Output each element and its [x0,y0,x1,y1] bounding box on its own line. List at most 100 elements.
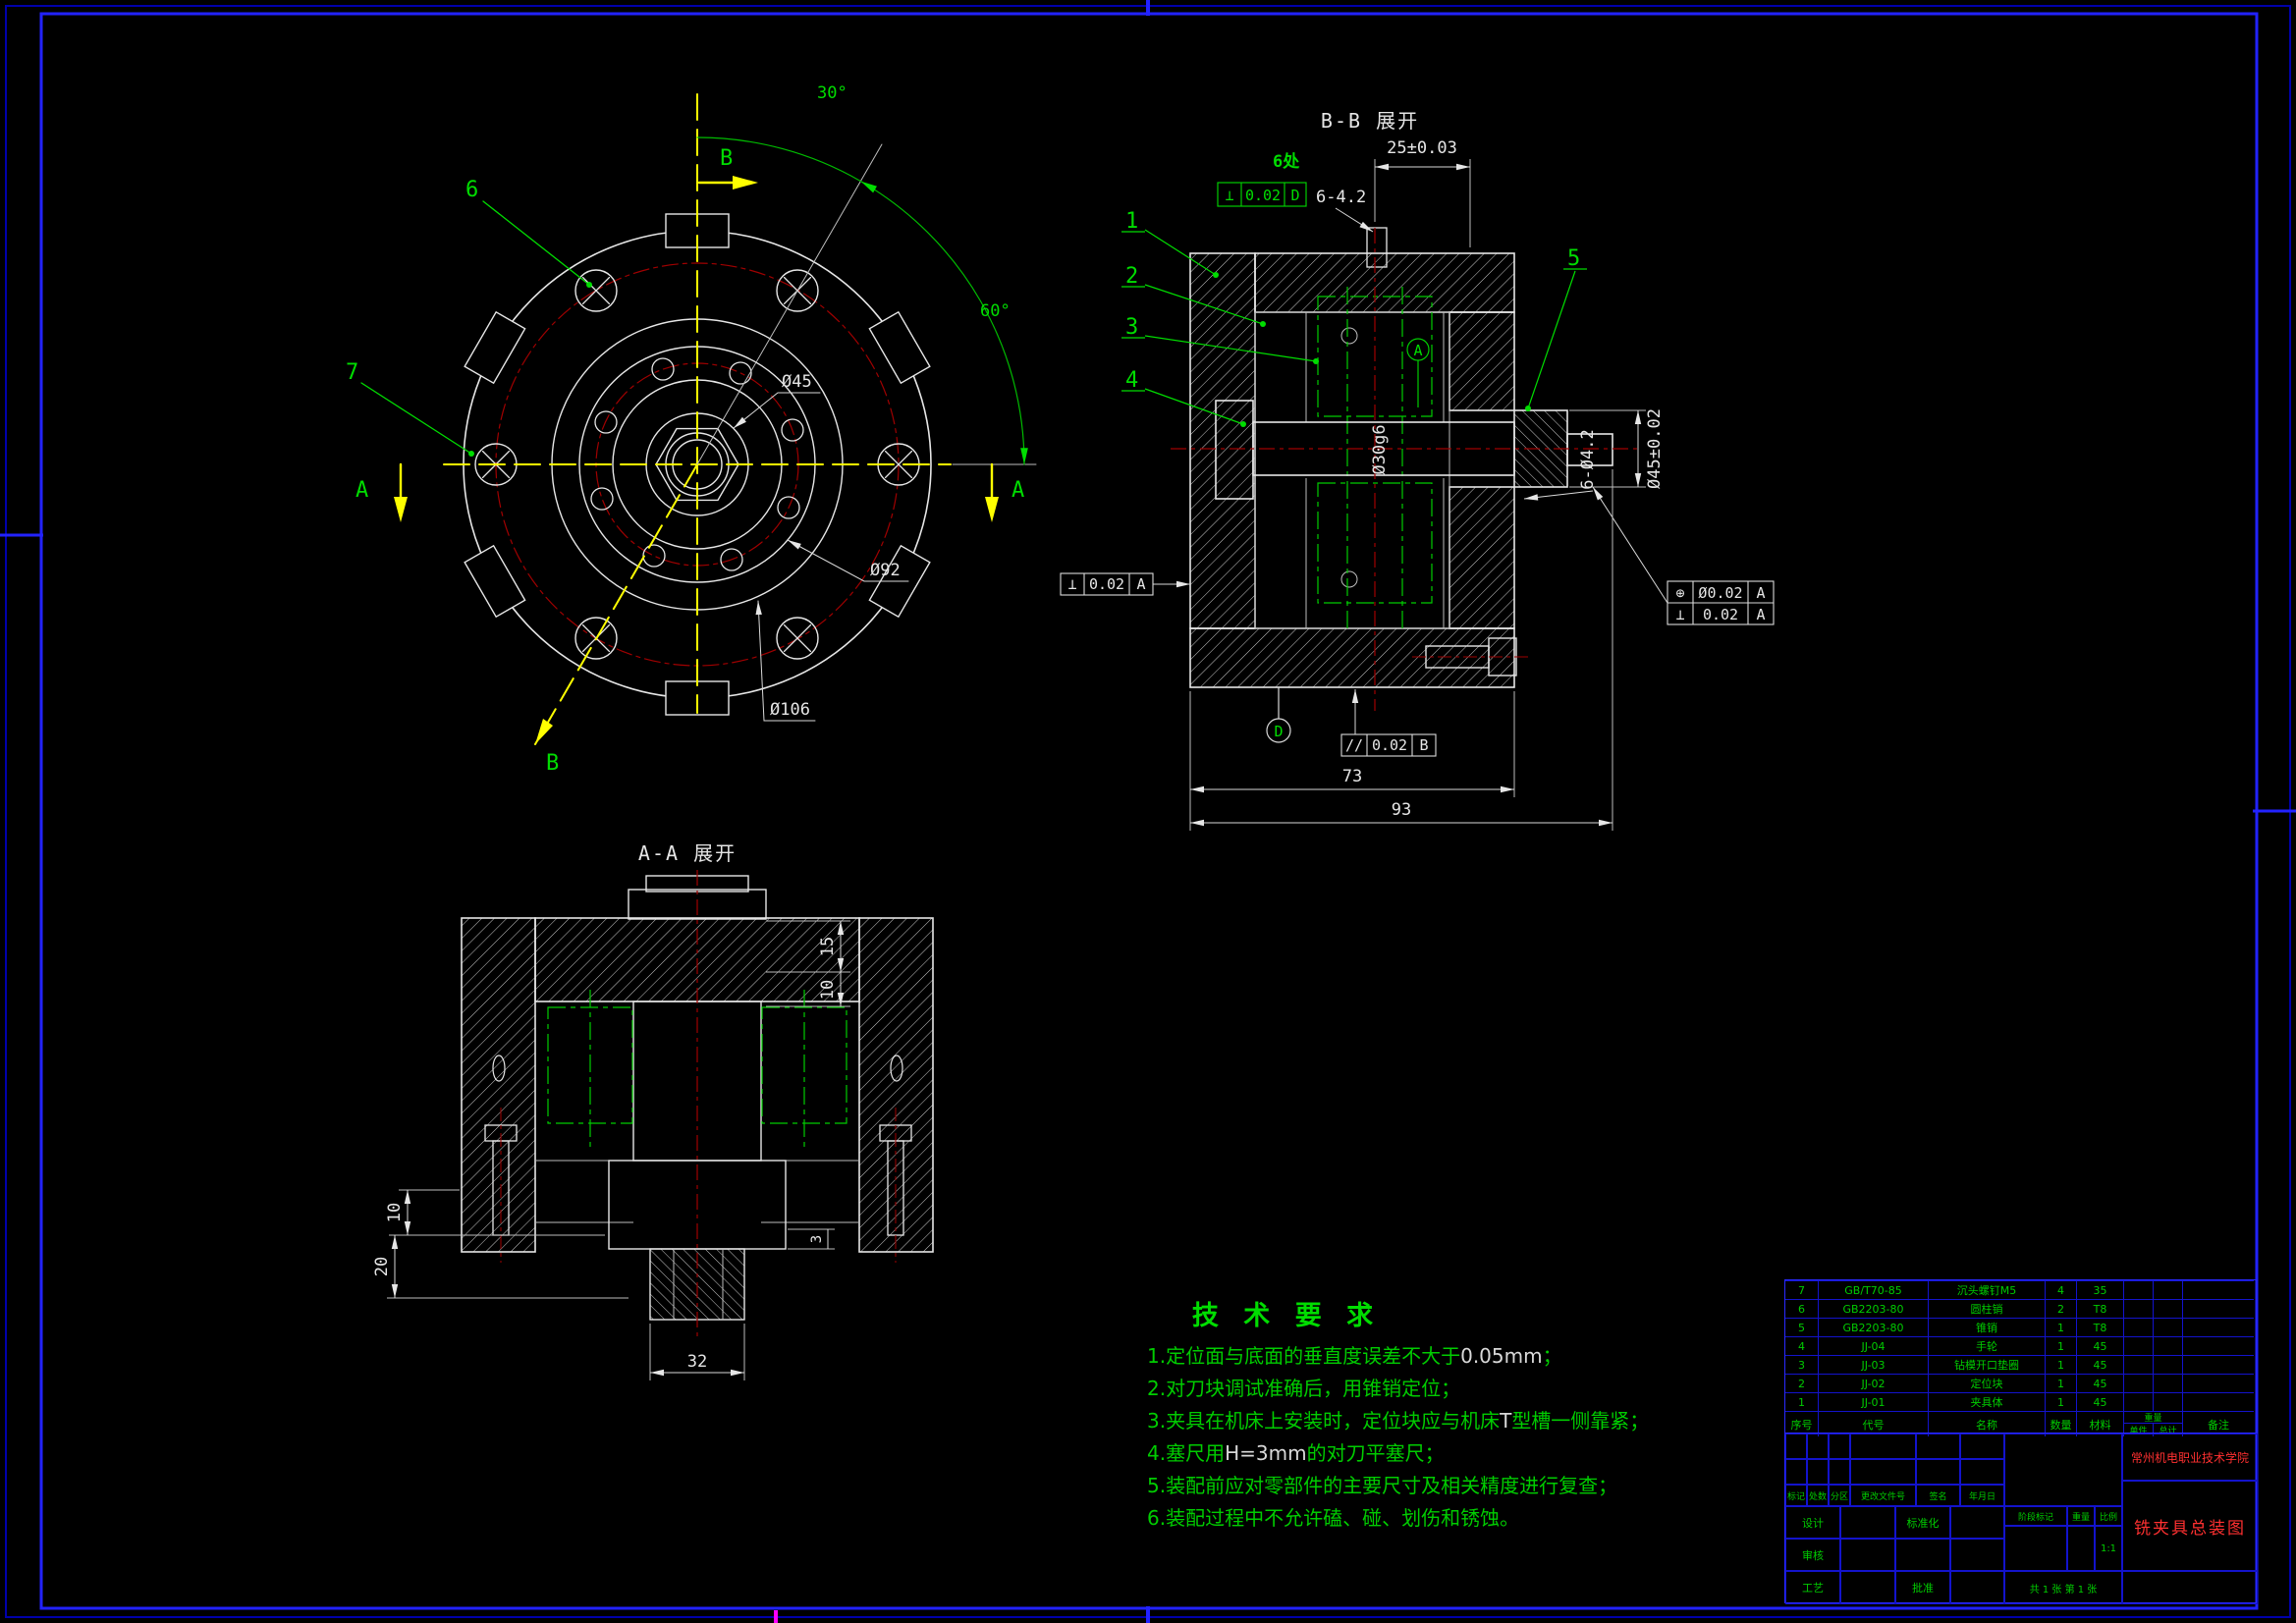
bom-cell-mat: 45 [2076,1355,2123,1374]
view-label-b-top: B [720,146,733,171]
sig-cell [1950,1506,2004,1539]
fcf-tolerance: 0.02 [1089,575,1124,593]
bb-pin [1566,433,1613,466]
view-label-a-left: A [355,478,368,503]
bom-cell-empty [2123,1392,2153,1411]
bom-cell-empty [2153,1392,2182,1411]
bom-cell-empty [2153,1280,2182,1299]
sig-cell [1895,1539,1950,1571]
tech-req-text: 3.夹具在机床上安装时，定位块应与机床 [1147,1409,1501,1433]
tech-req-text: 型槽一侧靠紧； [1511,1409,1650,1433]
rev-cell [1807,1434,1829,1459]
rev-cell [1850,1459,1916,1485]
tech-req-text: H=3mm [1225,1441,1307,1465]
aa-bolts [484,1108,912,1263]
small-holes [590,357,804,571]
bom-cell-code: GB/T70-85 [1818,1280,1928,1299]
bom-cell-mat: 35 [2076,1280,2123,1299]
tech-req-title: 技 术 要 求 [1191,1301,1382,1331]
view-label-a-right: A [1011,478,1024,503]
plan-view: B B A A 30° 60° 6 7 Ø45 Ø92 Ø106 [346,83,1037,776]
bom-cell-empty [2123,1374,2153,1392]
bom-cell-qty: 1 [2045,1392,2076,1411]
bom-cell-code: GB2203-80 [1818,1318,1928,1336]
balloon-5: 5 [1567,246,1580,271]
angle-30-label: 30° [817,83,847,103]
tech-req-item: 2.对刀块调试准确后，用锥销定位； [1147,1373,1748,1405]
leader-dot [468,451,474,457]
bom-header-row: 序号 代号 名称 数量 材料 重量 单件 总计 备注 [1785,1411,2256,1436]
bom-cell-empty [2182,1318,2254,1336]
bom-cell-qty: 4 [2045,1280,2076,1299]
bb-dim-73-93: 73 93 [1189,469,1613,831]
fcf-datum: D [1290,187,1299,204]
balloon-4: 4 [1125,368,1138,393]
bom-cell-qty: 1 [2045,1336,2076,1355]
rev-cell [1960,1459,2004,1485]
dim-leaders [733,392,909,722]
dim-label: 15 [818,937,838,956]
dim-label: 6-Ø4.2 [1578,429,1598,489]
dim-label: Ø106 [770,700,810,720]
section-lines [443,93,1037,745]
bom-cell-no: 2 [1785,1374,1818,1392]
bom-cell-mat: T8 [2076,1299,2123,1318]
arc-60 [859,181,1028,465]
bom-cell-mat: 45 [2076,1392,2123,1411]
bom-cell-name: 夹具体 [1928,1392,2045,1411]
drawing-title: 铣夹具总装图 [2122,1481,2258,1571]
datum-label: D [1274,723,1283,740]
bom-cell-empty [2153,1299,2182,1318]
tech-req-text: 4.塞尺用 [1147,1441,1226,1465]
bom-cell-empty [2123,1280,2153,1299]
fcf-symbol: ⊕ [1675,584,1684,602]
bom-cell-name: 圆柱销 [1928,1299,2045,1318]
title-block-lower: 标记 处数 分区 更改文件号 签名 年月日 设计 标准化 审核 工艺 批准 阶段… [1784,1433,2258,1604]
bb-shaft [1171,228,1642,711]
bom-cell-no: 7 [1785,1280,1818,1299]
bom-cell-empty [2153,1336,2182,1355]
aa-dims: 15 10 10 20 3 32 [372,920,850,1380]
spare-cell [2122,1571,2258,1604]
balloon-leaders [360,200,590,455]
bom-cell-empty [2182,1299,2254,1318]
rev-cell [1850,1434,1916,1459]
bom-cell-no: 6 [1785,1299,1818,1318]
bom-cell-qty: 2 [2045,1299,2076,1318]
label-process: 工艺 [1785,1571,1840,1604]
tech-req-item: 1.定位面与底面的垂直度误差不大于0.05mm； [1147,1340,1748,1373]
tech-req-text: 0.05mm [1460,1344,1543,1368]
bom-cell-name: 钻模开口垫圈 [1928,1355,2045,1374]
bom-cell-code: JJ-03 [1818,1355,1928,1374]
label-mark: 标记 [1785,1485,1807,1506]
balloon-1: 1 [1125,209,1138,234]
dim-label: 10 [818,980,838,1000]
bom-cell-empty [2123,1336,2153,1355]
bb-top-hole [1366,227,1388,268]
places-note: 6处 [1273,151,1300,172]
tech-req-item: 3.夹具在机床上安装时，定位块应与机床T型槽一侧靠紧； [1147,1405,1748,1437]
bom-cell-empty [2182,1355,2254,1374]
bom-cell-empty [2153,1318,2182,1336]
bb-dim-right: Ø45±0.02 6-Ø4.2 [1523,408,1665,501]
label-date: 年月日 [1960,1485,2004,1506]
aa-body [461,917,934,1253]
bom-header-weight-label: 重量 [2124,1412,2182,1424]
arrow-b-bottom [535,719,553,744]
sig-cell [1950,1571,2004,1604]
balloon-7: 7 [346,360,358,385]
fcf-parallel: // 0.02 B [1340,689,1437,757]
bom-cell-empty [2123,1299,2153,1318]
fcf-symbol: // [1345,736,1363,754]
bom-cell-name: 定位块 [1928,1374,2045,1392]
angle-60-label: 60° [980,301,1011,321]
balloon-6: 6 [465,178,478,202]
fcf-tolerance: Ø0.02 [1698,584,1742,602]
bb-bottom-screw [1412,637,1528,676]
